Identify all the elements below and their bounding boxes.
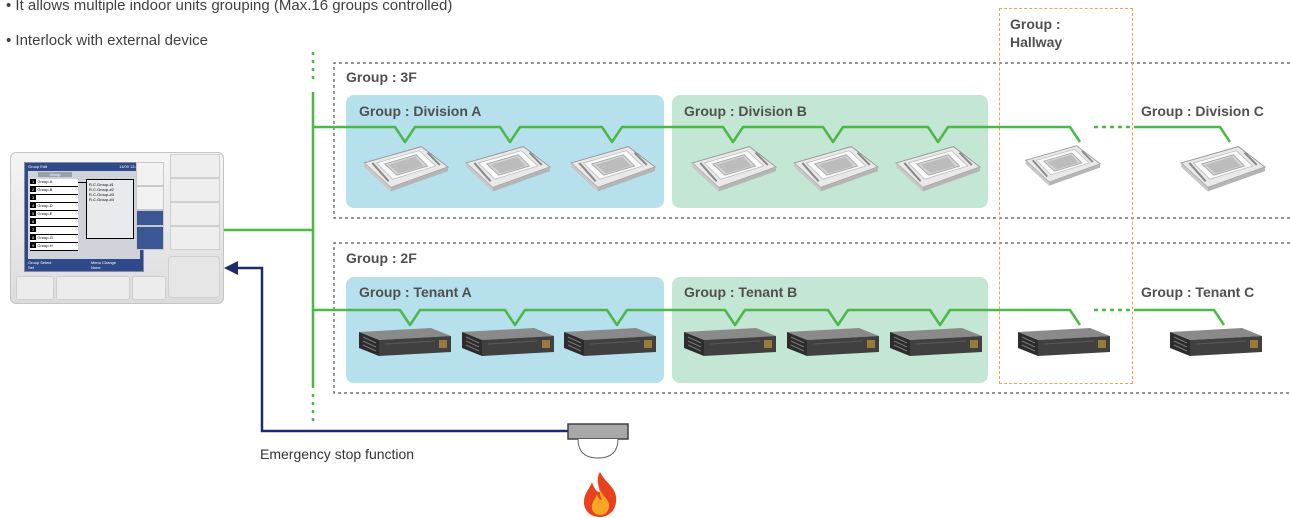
- controller-bottom-button[interactable]: [16, 276, 54, 300]
- screen-list-item: R.C.Group-#1: [89, 182, 114, 187]
- screen-list-item: R.C.Group-#3: [89, 192, 114, 197]
- group-hallway-label: Group : Hallway: [1010, 16, 1063, 50]
- screen-list-item: R.C.Group-#2: [89, 187, 114, 192]
- cassette-unit-icon: [1020, 140, 1102, 186]
- screen-title: Group Edit: [28, 164, 48, 169]
- group-2f-label: Group : 2F: [346, 250, 417, 266]
- group-tenant-a-label: Group : Tenant A: [359, 284, 472, 300]
- duct-unit-icon: [1166, 322, 1266, 358]
- cassette-unit-icon: [890, 140, 982, 192]
- screen-row: Group-E: [37, 211, 53, 216]
- line-2f-c: [1134, 308, 1226, 326]
- controller-bottom-button[interactable]: [132, 276, 166, 300]
- screen-header: Group: [38, 172, 72, 177]
- screen-row: Group-B: [37, 187, 53, 192]
- screen-rows: 1 Group-A 2 Group-B 3 4 Group-D 5 Group-…: [30, 179, 78, 251]
- cassette-unit-icon: [1175, 140, 1267, 192]
- cassette-unit-icon: [686, 140, 778, 192]
- screen-row: Group-G: [37, 235, 53, 240]
- fire-icon: [583, 472, 617, 517]
- controller-right-button[interactable]: [170, 202, 220, 226]
- group-division-a-label: Group : Division A: [359, 103, 482, 119]
- duct-unit-icon: [458, 322, 558, 358]
- group-tenant-b-label: Group : Tenant B: [684, 284, 798, 300]
- floor-3f-box: [333, 62, 1290, 219]
- cassette-unit-icon: [565, 140, 657, 192]
- line-3f: [313, 125, 1082, 144]
- screen-footer-mid: Menu Change: [91, 260, 117, 265]
- group-division-b-label: Group : Division B: [684, 103, 807, 119]
- duct-unit-icon: [1014, 322, 1114, 358]
- controller-side-button[interactable]: [136, 226, 164, 250]
- controller-right-button[interactable]: [170, 226, 220, 250]
- duct-unit-icon: [355, 322, 455, 358]
- cassette-unit-icon: [358, 140, 450, 192]
- bullet-grouping: • It allows multiple indoor units groupi…: [6, 0, 453, 14]
- arrowhead-icon: [224, 261, 238, 275]
- emergency-stop-caption: Emergency stop function: [260, 446, 415, 462]
- screen-list-item: R.C.Group-#4: [89, 197, 114, 202]
- screen-row: Group-H: [37, 243, 53, 248]
- line-2f: [313, 308, 1082, 327]
- controller-screen: Group Edit 11/09 12:45 Group 1 Group-A 2…: [24, 162, 144, 272]
- screen-row: Group-A: [37, 179, 53, 184]
- line-3f-c: [1134, 125, 1232, 143]
- group-3f-label: Group : 3F: [346, 69, 417, 85]
- group-division-c-label: Group : Division C: [1141, 103, 1264, 119]
- screen-row: Group-D: [37, 203, 53, 208]
- duct-unit-icon: [886, 322, 986, 358]
- screen-list: R.C.Group-#1 R.C.Group-#2 R.C.Group-#3 R…: [86, 179, 134, 239]
- screen-time: 11/09 12:45: [119, 164, 140, 169]
- controller-right-button[interactable]: [170, 178, 220, 202]
- cassette-unit-icon: [788, 140, 880, 192]
- group-tenant-c-label: Group : Tenant C: [1141, 284, 1255, 300]
- bullet-interlock: • Interlock with external device: [6, 32, 209, 49]
- smoke-sensor-icon: [567, 423, 629, 459]
- floor-2f-box: [333, 242, 1290, 394]
- controller-dpad[interactable]: [168, 256, 220, 298]
- duct-unit-icon: [783, 322, 883, 358]
- controller-side-button[interactable]: [136, 186, 164, 210]
- screen-footer-left: Group Select: [28, 260, 52, 265]
- remote-controller-icon: Group Edit 11/09 12:45 Group 1 Group-A 2…: [10, 152, 224, 304]
- controller-side-button[interactable]: [136, 162, 164, 186]
- controller-bottom-button[interactable]: [56, 276, 130, 300]
- duct-unit-icon: [680, 322, 780, 358]
- duct-unit-icon: [560, 322, 660, 358]
- cassette-unit-icon: [460, 140, 552, 192]
- emergency-signal-line: [236, 266, 568, 433]
- hallway-group-box: [999, 8, 1133, 384]
- controller-side-button[interactable]: [136, 210, 164, 226]
- screen-footer-set: Set: [28, 265, 35, 270]
- screen-footer-none: None: [91, 265, 101, 270]
- controller-right-button[interactable]: [170, 154, 220, 178]
